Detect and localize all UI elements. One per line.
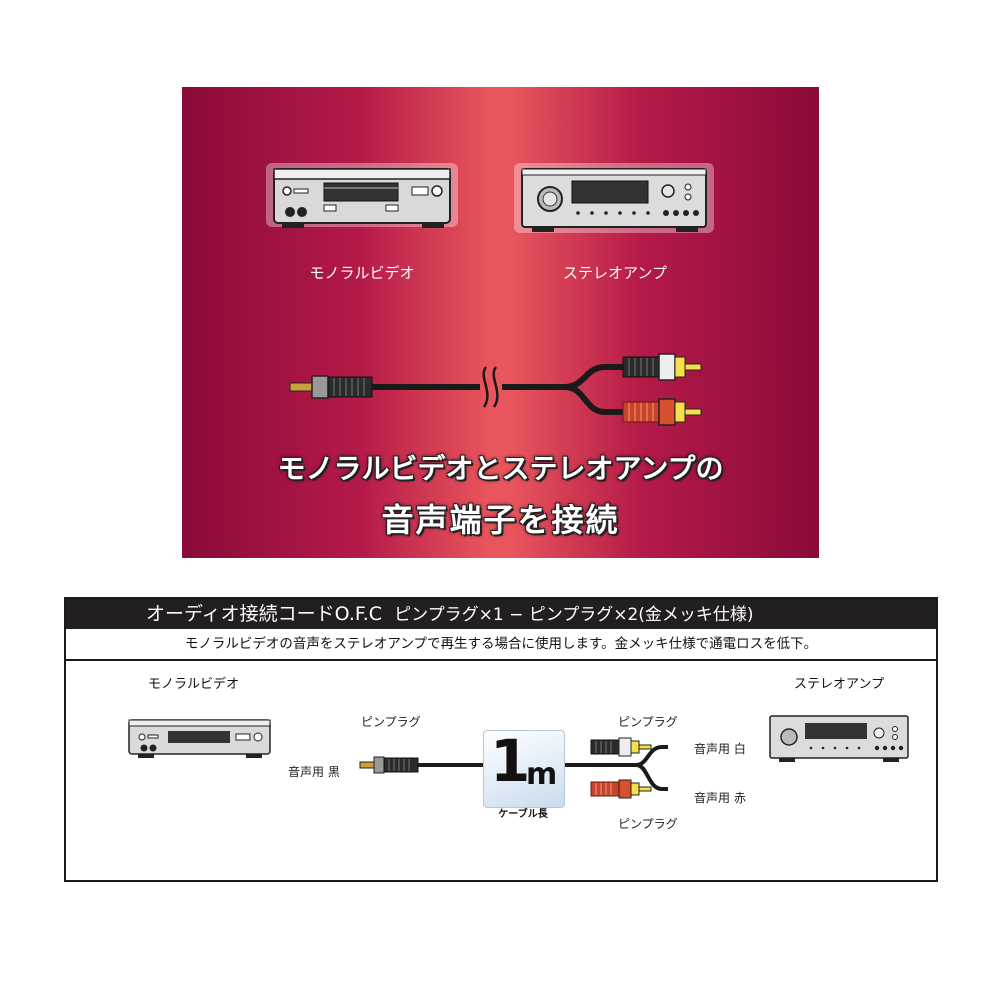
diagram-split-plugs bbox=[590, 737, 652, 799]
diagram-amp-label: ステレオアンプ bbox=[794, 677, 885, 692]
audio-black-label: 音声用 黒 bbox=[288, 765, 340, 779]
cable-length-number: 1 bbox=[490, 727, 531, 795]
banner-vcr-label: モノラルビデオ bbox=[309, 264, 415, 282]
cable-length-unit: m bbox=[526, 757, 558, 792]
diagram-vcr-label: モノラルビデオ bbox=[148, 677, 240, 692]
audio-red-label: 音声用 赤 bbox=[694, 791, 746, 805]
diagram-amp-icon bbox=[769, 715, 909, 762]
promo-banner: モノラルビデオ ステレオアンプ bbox=[182, 87, 819, 558]
spec-title-sub: ピンプラグ×1 − ピンプラグ×2(金メッキ仕様) bbox=[394, 605, 754, 625]
pin-plug-right-bottom-label: ピンプラグ bbox=[618, 817, 678, 831]
pin-plug-right-top-label: ピンプラグ bbox=[618, 715, 678, 729]
cable-length-caption: ケーブル長 bbox=[498, 809, 548, 820]
spec-description: モノラルビデオの音声をステレオアンプで再生する場合に使用します。金メッキ仕様で通… bbox=[66, 629, 936, 661]
diagram-cable-icon bbox=[359, 745, 668, 791]
spec-title-main: オーディオ接続コードO.F.C bbox=[146, 603, 383, 625]
pin-plug-left-label: ピンプラグ bbox=[361, 715, 421, 729]
spec-panel: オーディオ接続コードO.F.C ピンプラグ×1 − ピンプラグ×2(金メッキ仕様… bbox=[64, 597, 938, 882]
connection-diagram: モノラルビデオ ステレオアンプ bbox=[66, 663, 936, 880]
banner-headline-line1: モノラルビデオとステレオアンプの bbox=[277, 452, 724, 485]
banner-amp-label: ステレオアンプ bbox=[563, 264, 667, 282]
diagram-vcr-icon bbox=[128, 719, 271, 758]
cable-length-badge: 1 m bbox=[483, 727, 565, 808]
vcr-illustration bbox=[266, 163, 458, 228]
amplifier-illustration bbox=[514, 163, 714, 233]
banner-headline-line2: 音声端子を接続 bbox=[381, 501, 620, 539]
cable-illustration bbox=[289, 353, 702, 426]
spec-title: オーディオ接続コードO.F.C ピンプラグ×1 − ピンプラグ×2(金メッキ仕様… bbox=[66, 599, 936, 629]
audio-white-label: 音声用 白 bbox=[694, 742, 746, 756]
